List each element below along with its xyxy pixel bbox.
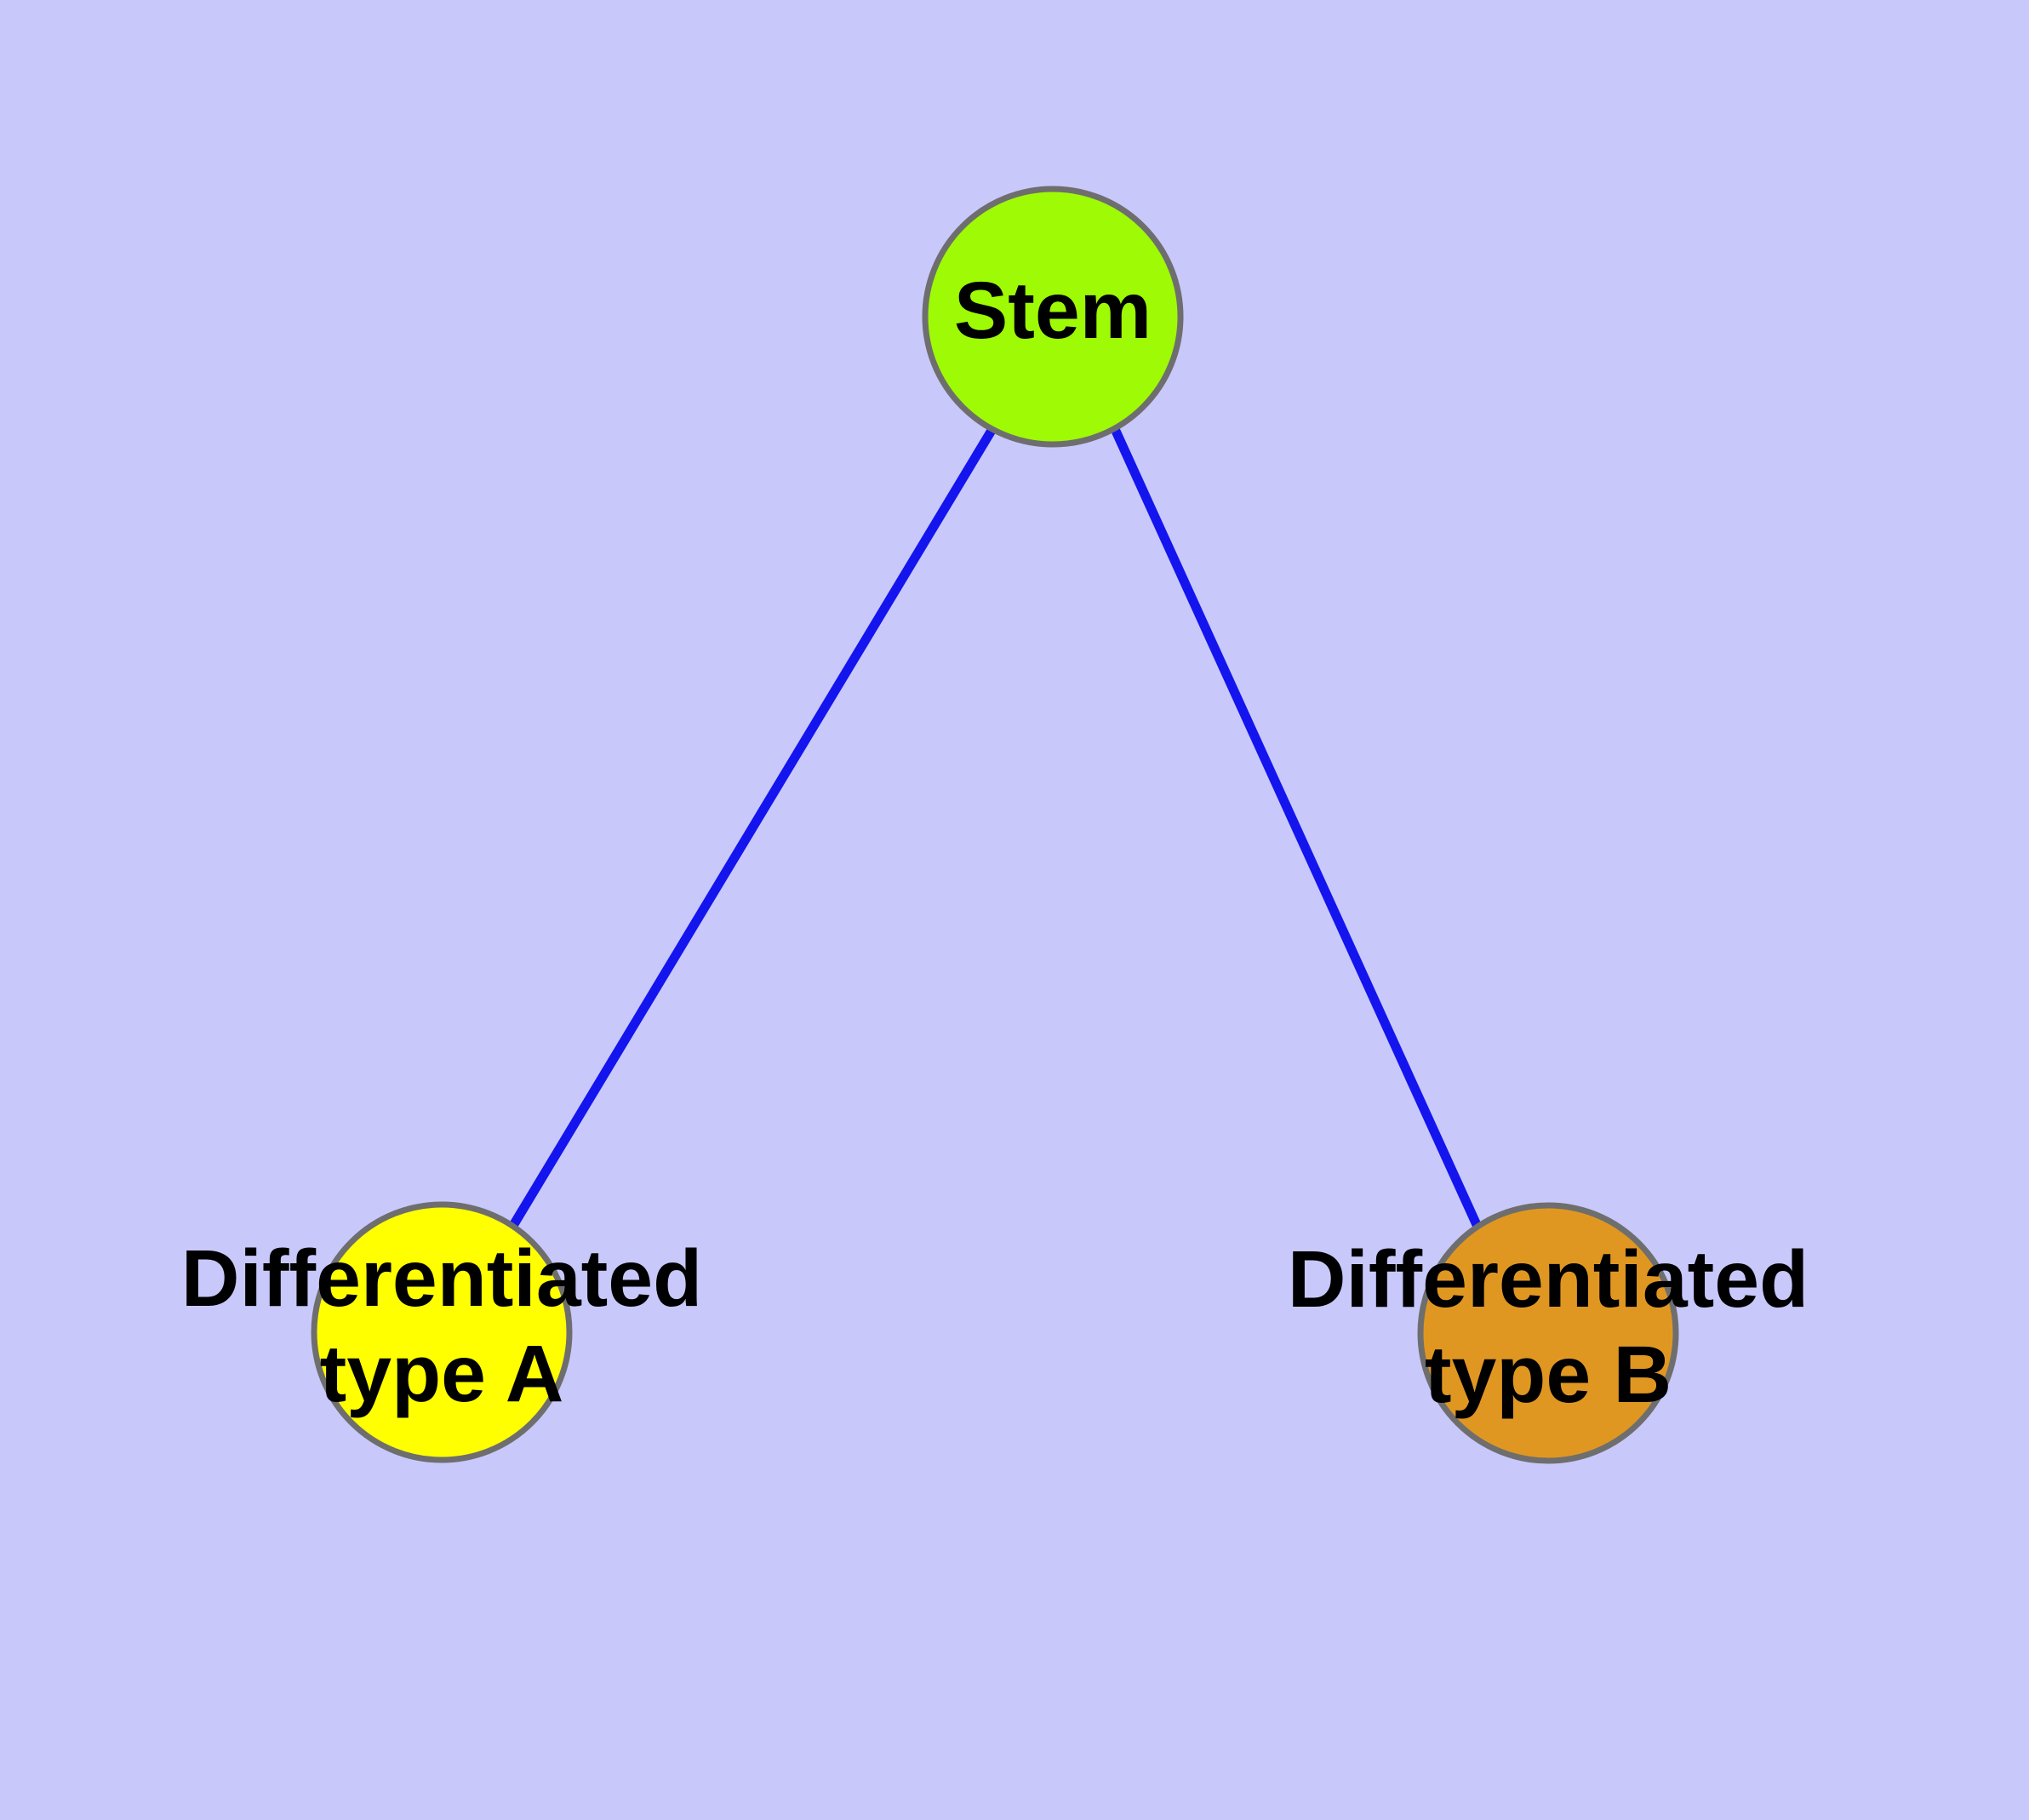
node-circle-stem[interactable] [922,186,1184,448]
node-label-stem: Stem [954,266,1152,356]
node-label-line: type A [320,1329,564,1419]
edges-group [510,426,1483,1229]
node-label-line: Differentiated [181,1233,702,1324]
nodes-group [311,186,1679,1464]
node-circle-diff_a[interactable] [311,1201,573,1463]
node-label-line: Stem [954,266,1152,356]
edge-stem-to-diff-b [1110,426,1483,1229]
node-label-line: type B [1425,1330,1672,1420]
node-circle-diff_b[interactable] [1417,1202,1679,1464]
node-label-line: Differentiated [1288,1234,1809,1325]
edge-stem-to-diff-a [510,426,997,1227]
